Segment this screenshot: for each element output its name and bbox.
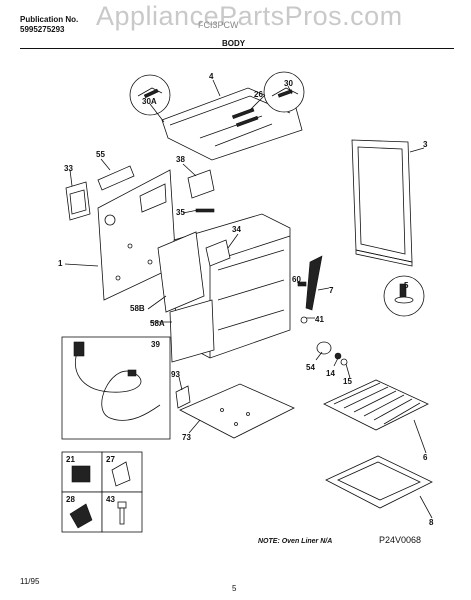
part-30-detail[interactable] [263,71,305,113]
callout-4: 4 [209,72,214,81]
callout-26: 26 [254,90,263,99]
part-33[interactable] [65,181,91,221]
part-15[interactable] [340,358,348,366]
callout-15: 15 [343,377,352,386]
part-35[interactable] [195,208,215,213]
oven-liner-note: NOTE: Oven Liner N/A [258,538,333,545]
callout-58A: 58A [150,319,165,328]
callout-1: 1 [58,259,63,268]
watermark-text: AppliancePartsPros.com [96,1,403,31]
header-rule [20,48,454,49]
callout-54: 54 [306,363,315,372]
part-4-top-panel[interactable] [161,87,303,161]
part-5-detail[interactable] [383,275,425,317]
page-number: 5 [232,584,237,593]
part-7-hinge[interactable] [297,255,323,311]
callout-55: 55 [96,150,105,159]
callout-38: 38 [176,155,185,164]
part-55[interactable] [97,165,135,191]
callout-39: 39 [151,340,160,349]
part-73-bottom-panel[interactable] [179,383,295,439]
publication-number: 5995275293 [20,25,65,34]
callout-8: 8 [429,518,434,527]
callout-58B: 58B [130,304,145,313]
callout-7: 7 [329,286,334,295]
callout-14: 14 [326,369,335,378]
small-parts-box-21[interactable] [61,451,103,493]
callout-21: 21 [66,455,75,464]
part-34[interactable] [205,239,231,267]
part-58B-insulation[interactable] [157,231,205,313]
publication-label: Publication No. [20,15,79,24]
part-41-screw[interactable] [300,316,308,324]
part-14[interactable] [334,352,342,360]
callout-93: 93 [171,370,180,379]
model-number: FCI3PCW [198,20,239,30]
figure-code: P24V0068 [379,535,422,545]
callout-34: 34 [232,225,241,234]
part-38[interactable] [187,169,215,199]
part-93[interactable] [175,385,191,409]
callout-41: 41 [315,315,324,324]
small-parts-box-43[interactable] [101,491,143,533]
part-39-power-cord[interactable] [61,336,171,440]
callout-3: 3 [423,140,428,149]
callout-5: 5 [404,281,409,290]
part-30A-detail[interactable] [129,74,171,116]
callout-30A: 30A [142,97,157,106]
callout-33: 33 [64,164,73,173]
callout-35: 35 [176,208,185,217]
callout-43: 43 [106,495,115,504]
callout-60: 60 [292,275,301,284]
callout-27: 27 [106,455,115,464]
callout-6: 6 [423,453,428,462]
callout-28: 28 [66,495,75,504]
small-parts-box-27[interactable] [101,451,143,493]
part-54-knob[interactable] [316,341,332,355]
part-6-oven-rack[interactable] [323,379,429,431]
small-parts-box-28[interactable] [61,491,103,533]
section-title: BODY [222,39,246,48]
callout-30: 30 [284,79,293,88]
part-3-frame[interactable] [351,139,413,267]
publication-date: 11/95 [20,577,40,586]
part-58A-insulation[interactable] [169,299,215,363]
callout-73: 73 [182,433,191,442]
part-8-broiler-pan[interactable] [325,455,433,509]
